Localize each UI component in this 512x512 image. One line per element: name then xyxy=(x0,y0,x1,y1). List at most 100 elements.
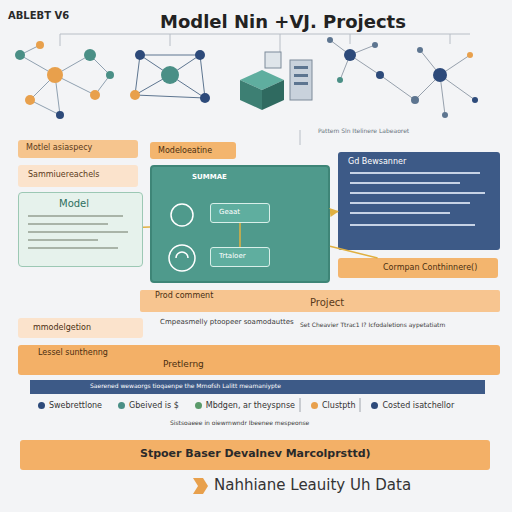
decoration-line xyxy=(140,55,200,56)
blue-bar: Saerened wewaorgs tioqaenpe the Mrnofsh … xyxy=(30,380,485,394)
node-heading: Sammiuereachels xyxy=(28,170,100,179)
decoration-g xyxy=(135,55,205,98)
diagram-title: Modlel Nin +VJ. Projects xyxy=(160,12,406,33)
decoration-circle xyxy=(56,111,64,119)
connector xyxy=(330,246,378,258)
decoration-polygon xyxy=(240,80,262,110)
decoration-circle xyxy=(169,245,195,271)
decoration-circle xyxy=(84,49,96,61)
connector xyxy=(239,223,241,247)
legend-swatch xyxy=(371,402,378,409)
decoration-path xyxy=(300,398,301,412)
legend-swatch xyxy=(118,402,125,409)
decoration-g xyxy=(300,398,360,412)
decoration-path xyxy=(360,398,361,412)
decoration-rect xyxy=(294,74,308,77)
decoration-rect xyxy=(28,231,128,233)
decoration-circle xyxy=(472,97,478,103)
decoration-line xyxy=(200,55,205,98)
legend-text: Costed isatchellor xyxy=(382,401,454,410)
decoration-circle xyxy=(90,90,100,100)
node-text: Project xyxy=(310,297,344,309)
decoration-g xyxy=(130,50,210,103)
decoration-rect xyxy=(350,224,475,226)
orange-band: Lessel sunthenngPretlerng xyxy=(18,345,500,375)
decoration-circle xyxy=(372,42,378,48)
decoration-circle xyxy=(25,95,35,105)
decoration-polygon xyxy=(262,80,284,110)
decoration-line xyxy=(450,34,451,44)
note-text: Cmpeasmelly ptoopeer soamodauttes xyxy=(160,318,294,326)
logo-text: ABLEBT V6 xyxy=(8,10,69,22)
decoration-polygon xyxy=(193,478,208,494)
decoration-line xyxy=(135,95,205,98)
legend-text: Mbdgen, ar theyspnse xyxy=(206,401,295,410)
decoration-circle xyxy=(200,93,210,103)
footer-band: Stpoer Baser Devalnev Marcolprsttd) xyxy=(20,440,490,470)
node-heading: Modeloeatine xyxy=(150,142,236,159)
subheader-band: Sammiuereachels xyxy=(18,165,138,187)
node-heading: Motlel asiaspecy xyxy=(26,143,92,152)
decoration-line xyxy=(135,55,140,95)
decoration-circle xyxy=(433,68,447,82)
decoration-rect xyxy=(350,202,470,204)
decoration-rect xyxy=(350,182,460,184)
note-text: Sistsoaeee in oiewrnwndr Ibeenee mespeon… xyxy=(170,420,309,427)
connector xyxy=(143,226,150,228)
decoration-line xyxy=(170,34,171,46)
decoration-circle xyxy=(130,90,140,100)
orange-band: Cormpan Conthinnere() xyxy=(338,258,498,278)
decoration-circle xyxy=(337,77,343,83)
decoration-circle xyxy=(376,71,384,79)
decoration-g xyxy=(28,215,128,249)
decoration-rect xyxy=(28,215,123,217)
legend-item: Mbdgen, ar theyspnse xyxy=(195,401,295,410)
decoration-rect xyxy=(350,212,450,214)
legend-item: Gbeived is $ xyxy=(118,401,179,410)
decoration-circle xyxy=(467,52,473,58)
decoration-line xyxy=(280,34,281,52)
legend-text: Swebrettlone xyxy=(49,401,102,410)
node-heading: Stpoer Baser Devalnev Marcolprsttd) xyxy=(140,448,371,461)
decoration-line xyxy=(350,34,351,44)
decoration-rect xyxy=(350,172,480,174)
legend: Swebrettlone Gbeived is $ Mbdgen, ar theys… xyxy=(38,401,498,410)
decoration-g xyxy=(15,41,114,119)
decoration-rect xyxy=(350,192,485,194)
legend-item: Swebrettlone xyxy=(38,401,102,410)
decoration-circle xyxy=(417,47,423,53)
decoration-path xyxy=(176,252,188,258)
legend-text: Clustpth xyxy=(322,401,355,410)
decoration-circle xyxy=(442,112,448,118)
node-heading: Lessel sunthenng xyxy=(38,348,108,357)
decoration-circle xyxy=(15,50,25,60)
decoration-circle xyxy=(47,67,63,83)
node-heading: Saerened wewaorgs tioqaenpe the Mrnofsh … xyxy=(90,383,281,390)
decoration-circle xyxy=(171,204,193,226)
decoration-circle xyxy=(411,96,419,104)
info-panel: Gd Bewsanner xyxy=(338,152,500,250)
node-text: Pretlerng xyxy=(163,359,204,369)
legend-swatch xyxy=(311,402,318,409)
subheader-band: mmodelgetion xyxy=(18,318,143,338)
node-text: SUMMAE xyxy=(192,173,227,181)
legend-text: Gbeived is $ xyxy=(129,401,179,410)
decoration-line xyxy=(30,100,60,115)
decoration-rect xyxy=(294,66,308,69)
legend-item: Clustpth xyxy=(311,401,355,410)
decoration-circle xyxy=(327,37,333,43)
decoration-g xyxy=(240,52,312,110)
legend-swatch xyxy=(195,402,202,409)
decoration-g xyxy=(60,34,470,145)
decoration-g xyxy=(350,172,485,226)
node-heading: Gd Bewsanner xyxy=(348,157,406,166)
node-heading: Geaat xyxy=(219,208,240,216)
decoration-circle xyxy=(344,49,356,61)
decoration-circle xyxy=(135,50,145,60)
decoration-rect xyxy=(290,60,312,100)
decoration-g xyxy=(20,45,110,115)
node-heading: Cormpan Conthinnere() xyxy=(383,263,477,272)
process-panel: GeaatTrtaloerModeloeatineSUMMAE xyxy=(150,165,330,283)
